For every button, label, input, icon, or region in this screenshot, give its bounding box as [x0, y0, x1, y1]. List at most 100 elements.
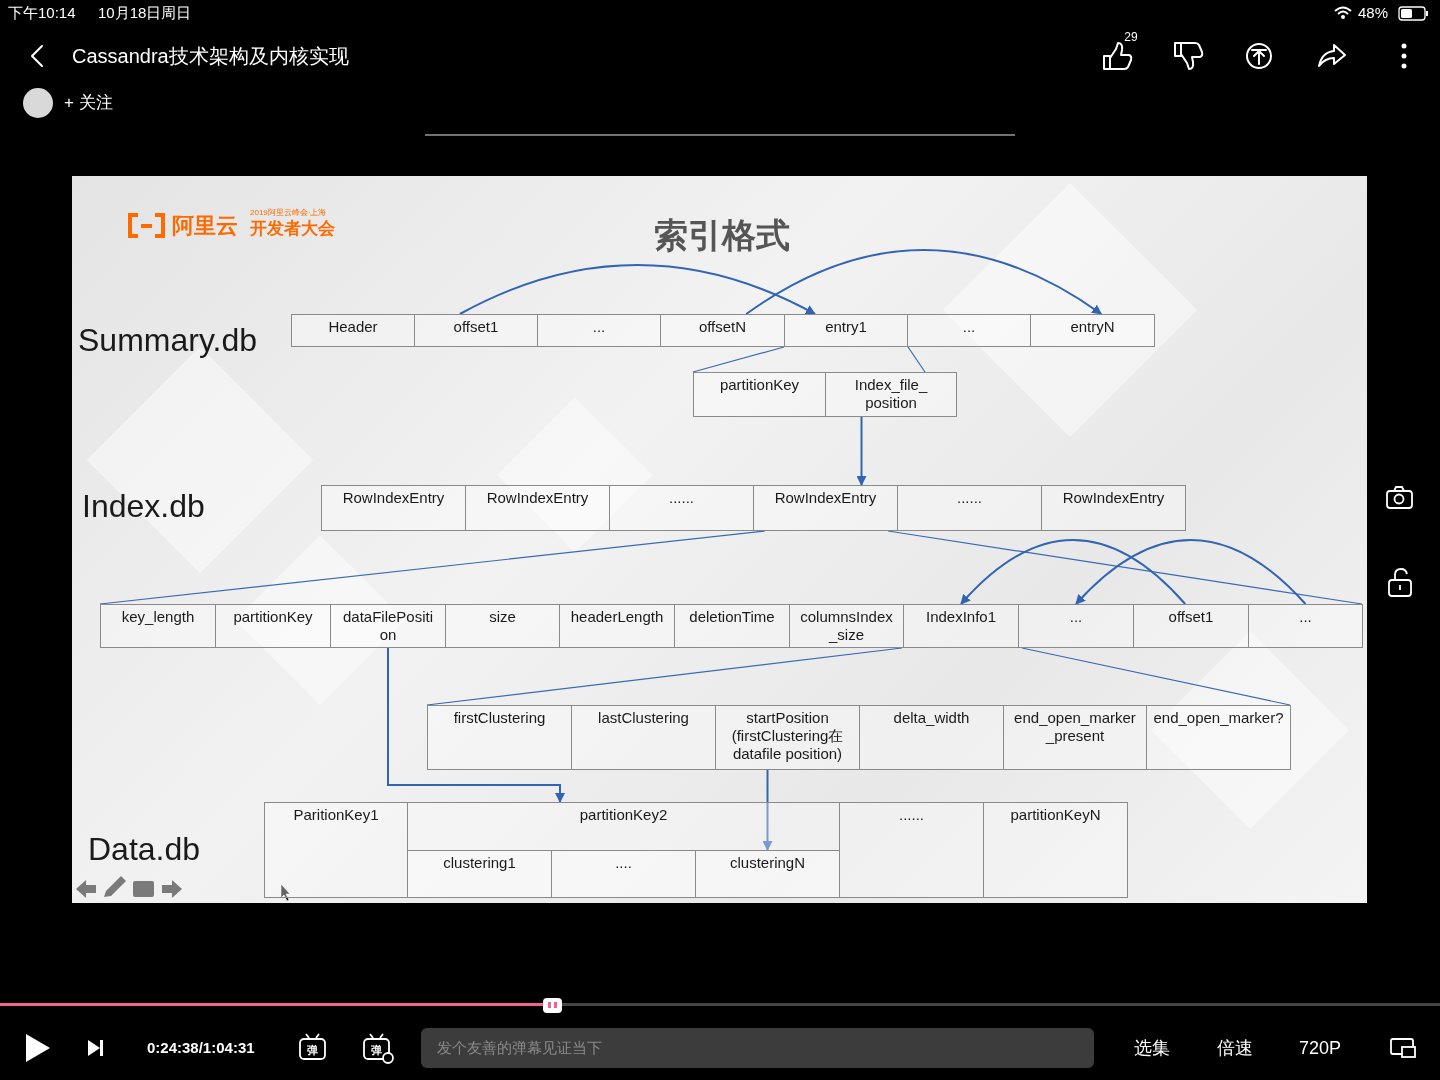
cell-text: headerLength: [560, 605, 674, 628]
connector-arrow: [460, 265, 815, 314]
more-dots: [1402, 44, 1407, 49]
index-cell: offset1: [1133, 604, 1249, 648]
expansion-lines: [427, 648, 902, 705]
index-cell: ......: [839, 802, 984, 898]
aliyun-logo-mark: [130, 215, 138, 236]
index-cell: partitionKey: [693, 372, 826, 417]
cell-text: offset1: [415, 315, 537, 338]
index-cell: entryN: [1030, 314, 1155, 347]
player-controls: [383, 1053, 393, 1063]
cell-text: clustering1: [408, 851, 551, 874]
index-cell: ...: [1018, 604, 1134, 648]
cell-text: Header: [292, 315, 414, 338]
menu-item: 倍速: [1217, 1038, 1253, 1059]
cell-text: end_open_marker?: [1147, 706, 1290, 729]
cell-text: offset1: [1134, 605, 1248, 628]
danmaku-icon-text: 弹: [307, 1044, 318, 1057]
side-icons: [1395, 495, 1404, 504]
cell-text: RowIndexEntry: [754, 486, 897, 509]
cell-text: deletionTime: [675, 605, 789, 628]
status-icons: [1338, 12, 1348, 15]
index-cell: ....: [551, 850, 696, 898]
cell-text: ...: [1249, 605, 1362, 628]
aliyun-logo-mark: [130, 215, 163, 236]
index-cell: ......: [897, 485, 1042, 531]
file-label: Data.db: [88, 831, 200, 868]
index-cell: entry1: [784, 314, 908, 347]
index-cell: dataFilePositi on: [330, 604, 446, 648]
expansion-lines: [100, 531, 765, 604]
header-icons: [32, 43, 1345, 69]
cell-text: clusteringN: [696, 851, 839, 874]
slide-nav-icons: [76, 880, 96, 898]
cell-text: ......: [610, 486, 753, 509]
connector-arrow: [861, 417, 863, 485]
index-cell: size: [445, 604, 560, 648]
status-icons: [1426, 11, 1428, 16]
header-icons: [1252, 50, 1266, 64]
input-placeholder: 发个友善的弹幕见证当下: [437, 1039, 602, 1056]
slide-nav-icons: [76, 876, 182, 898]
cell-text: ...: [908, 315, 1030, 338]
slide-nav-icons: [162, 880, 182, 898]
cell-text: size: [446, 605, 559, 628]
index-cell: IndexInfo1: [903, 604, 1019, 648]
header-icons: [1247, 44, 1271, 68]
file-label: Index.db: [82, 488, 205, 525]
player-controls: [306, 1034, 319, 1038]
expansion-lines: [693, 347, 784, 372]
expansion-lines: [888, 531, 1362, 604]
status-date: 10月18日周日: [98, 4, 191, 21]
cell-text: ......: [898, 486, 1041, 509]
index-cell: end_open_marker _present: [1003, 705, 1147, 770]
slide-pattern: [87, 347, 313, 573]
status-icons: [1335, 8, 1351, 12]
cell-text: end_open_marker _present: [1004, 706, 1146, 747]
index-cell: RowIndexEntry: [753, 485, 898, 531]
side-icons: [1395, 569, 1407, 580]
aliyun-logo-mark: [155, 215, 163, 236]
header-icons: [1104, 43, 1131, 69]
file-label: Summary.db: [78, 322, 257, 359]
index-cell: partitionKeyN: [983, 802, 1128, 898]
side-icons: [1387, 487, 1412, 596]
player-controls: [26, 1034, 1415, 1063]
index-cell: partitionKey2clustering1....clusteringN: [407, 802, 840, 898]
player-controls: [300, 1039, 325, 1059]
header-icons: [1175, 43, 1202, 69]
cell-text: IndexInfo1: [904, 605, 1018, 628]
cell-text: firstClustering: [428, 706, 571, 729]
slide-pattern: [87, 183, 1349, 829]
cell-text: RowIndexEntry: [322, 486, 465, 509]
expansion-lines: [100, 347, 1362, 705]
cell-text: entryN: [1031, 315, 1154, 338]
index-cell: startPosition (firstClustering在 datafile…: [715, 705, 860, 770]
status-time: 下午10:14: [8, 4, 76, 21]
cell-text: RowIndexEntry: [466, 486, 609, 509]
danmaku-icon-text: 弹: [371, 1044, 382, 1057]
more-dots: [1402, 44, 1407, 69]
slide-nav-icons: [133, 881, 154, 897]
side-icons: [1399, 585, 1401, 590]
progress-bar: [554, 1002, 557, 1008]
header-icons: [32, 46, 42, 66]
cell-text: Index_file_ position: [826, 373, 956, 414]
video-title: Cassandra技术架构及内核实现: [72, 45, 349, 68]
expansion-lines: [908, 347, 925, 372]
index-cell: ......: [609, 485, 754, 531]
progress-bar: [545, 1003, 1440, 1006]
player-controls: [26, 1034, 50, 1062]
index-cell: columnsIndex _size: [789, 604, 904, 648]
slide-nav-icons: [104, 876, 126, 897]
cell-text: ....: [552, 851, 695, 874]
cell-text: partitionKeyN: [984, 803, 1127, 826]
follow-button: + 关注: [64, 93, 113, 113]
progress-bar: [0, 998, 1440, 1013]
index-cell: RowIndexEntry: [321, 485, 466, 531]
cell-text: columnsIndex _size: [790, 605, 903, 646]
connector-arrow: [746, 250, 1101, 314]
player-controls: [88, 1040, 100, 1056]
event-name: 2019阿里云峰会·上海: [250, 208, 326, 217]
